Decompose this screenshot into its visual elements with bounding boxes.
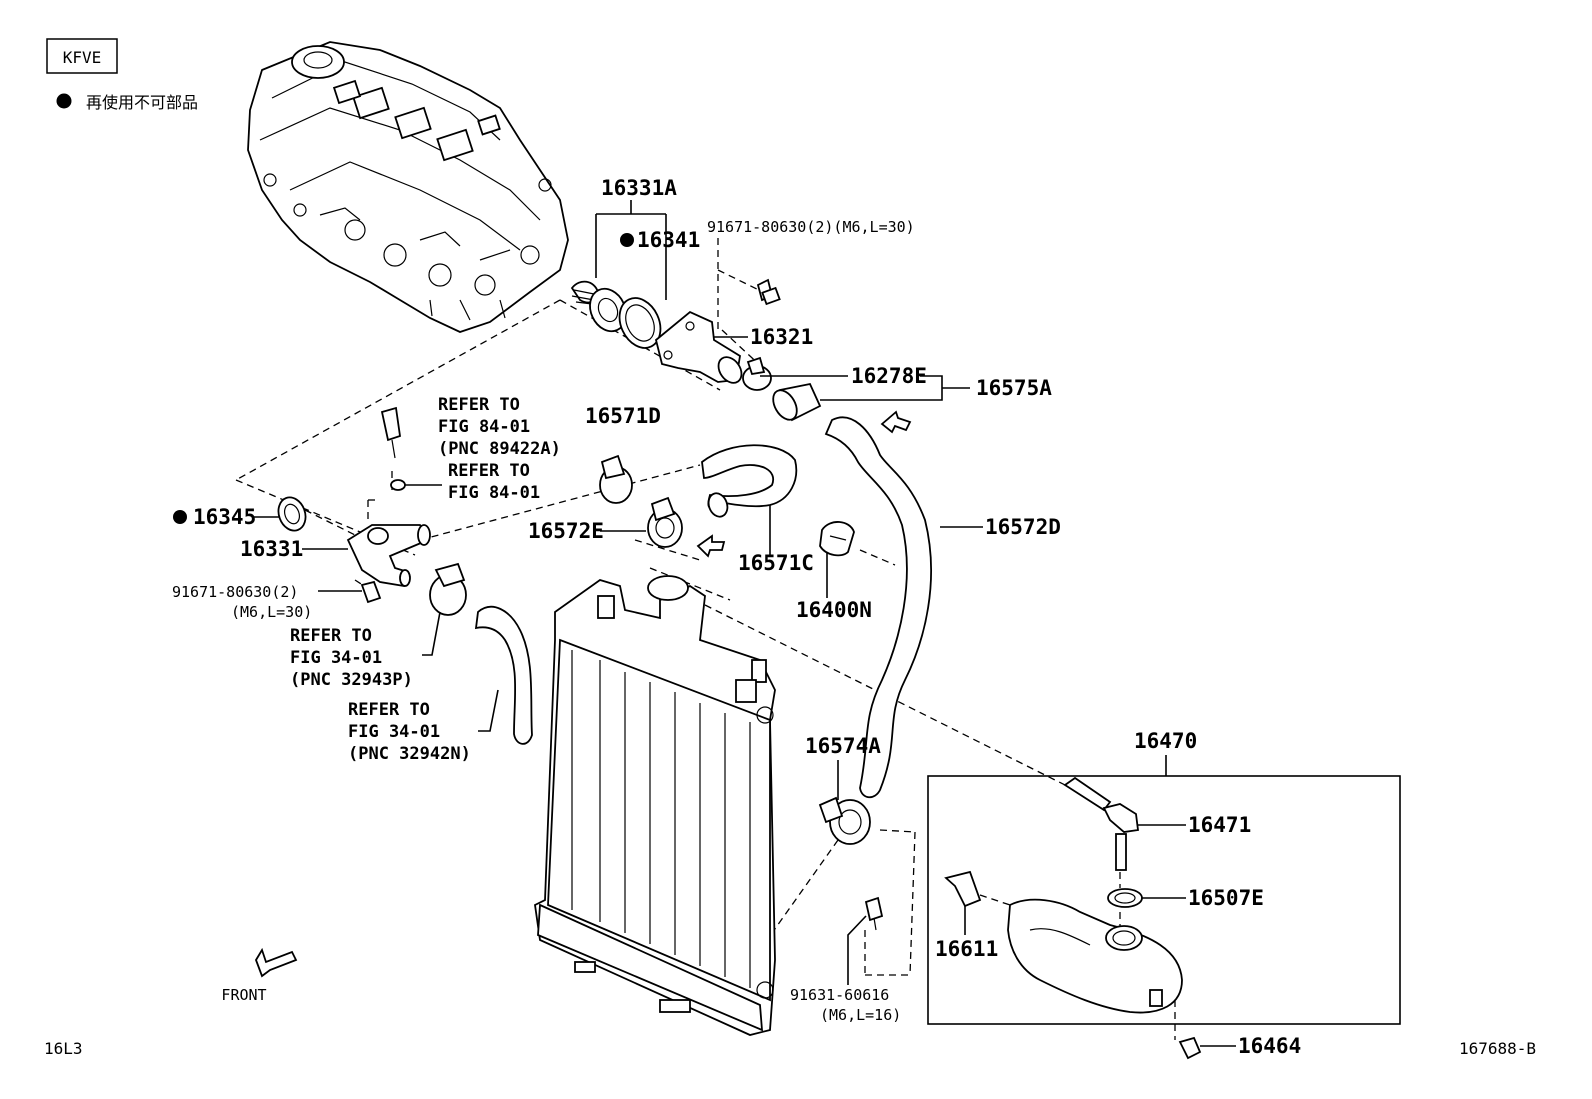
engine-code: KFVE xyxy=(63,48,102,67)
clamp-16574A xyxy=(818,796,871,845)
label-ref2-l2: FIG 84-01 xyxy=(448,483,540,503)
clamp-16571D xyxy=(599,454,633,504)
thermostat xyxy=(570,280,627,333)
label-16470: 16470 xyxy=(1134,729,1197,753)
non-reusable-dot-icon xyxy=(56,93,72,109)
label-ref1-l1: REFER TO xyxy=(438,395,520,415)
front-arrow-icon xyxy=(255,947,298,978)
radiator xyxy=(534,575,776,1036)
label-ref1-l3: (PNC 89422A) xyxy=(438,439,561,459)
label-ref4-l2: FIG 34-01 xyxy=(348,722,440,742)
cap-seal-16507E xyxy=(1107,888,1143,908)
footer-right-code: 167688-B xyxy=(1459,1039,1536,1058)
oring-16345 xyxy=(277,496,307,532)
reserve-tank-box xyxy=(927,775,1401,1025)
label-ref1-l2: FIG 84-01 xyxy=(438,417,530,437)
non-reusable-dot-icon xyxy=(620,233,634,247)
footer-left-code: 16L3 xyxy=(44,1039,83,1058)
label-bolt2b: (M6,L=30) xyxy=(231,603,312,621)
overflow-hose-16471 xyxy=(1063,776,1140,871)
label-16575A: 16575A xyxy=(976,376,1052,400)
flow-arrow-icon xyxy=(880,410,912,434)
temp-sensor xyxy=(380,406,406,491)
reserve-tank xyxy=(1007,898,1183,1014)
non-reusable-dot-icon xyxy=(173,510,187,524)
label-ref4-l3: (PNC 32942N) xyxy=(348,744,471,764)
upper-radiator-hose xyxy=(824,416,932,799)
label-ref3-l1: REFER TO xyxy=(290,626,372,646)
label-16400N: 16400N xyxy=(796,598,872,622)
water-inlet xyxy=(654,310,743,384)
flow-arrow-icon-2 xyxy=(696,534,726,558)
label-16341: 16341 xyxy=(637,228,700,252)
engine-code-box xyxy=(46,38,118,74)
label-bolt2a: 91671-80630(2) xyxy=(172,583,298,601)
gasket-16341 xyxy=(618,297,662,349)
label-ref4-l1: REFER TO xyxy=(348,700,430,720)
bracket-16611 xyxy=(944,870,982,908)
label-ref2-l1: REFER TO xyxy=(448,461,530,481)
clamp-16278E xyxy=(742,356,772,391)
label-16331: 16331 xyxy=(240,537,303,561)
clamp-16572E xyxy=(647,496,683,548)
hose-32942N xyxy=(474,606,533,745)
front-label: FRONT xyxy=(221,986,266,1004)
label-16572D: 16572D xyxy=(985,515,1061,539)
bolt-91671 xyxy=(756,278,781,306)
label-ref3-l3: (PNC 32943P) xyxy=(290,670,413,690)
label-16345: 16345 xyxy=(193,505,256,529)
label-16572E: 16572E xyxy=(528,519,604,543)
label-16571D: 16571D xyxy=(585,404,661,428)
clip-16400N xyxy=(819,521,855,557)
water-outlet-16331 xyxy=(346,524,431,588)
label-bolt3a: 91631-60616 xyxy=(790,986,889,1004)
label-16331A: 16331A xyxy=(601,176,677,200)
label-16471: 16471 xyxy=(1188,813,1251,837)
cap-16464 xyxy=(1178,1036,1202,1060)
label-16574A: 16574A xyxy=(805,734,881,758)
label-16278E: 16278E xyxy=(851,364,927,388)
bolt-91631 xyxy=(864,896,884,931)
engine-head xyxy=(247,41,569,333)
label-16507E: 16507E xyxy=(1188,886,1264,910)
label-ref3-l2: FIG 34-01 xyxy=(290,648,382,668)
legend-text: 再使用不可部品 xyxy=(86,93,198,112)
label-bolt1: 91671-80630(2)(M6,L=30) xyxy=(707,218,915,236)
label-16321: 16321 xyxy=(750,325,813,349)
clamp-32943P xyxy=(429,562,467,616)
hose-16575A xyxy=(772,382,822,422)
label-16571C: 16571C xyxy=(738,551,814,575)
label-bolt3b: (M6,L=16) xyxy=(820,1006,901,1024)
label-16611: 16611 xyxy=(935,937,998,961)
label-16464: 16464 xyxy=(1238,1034,1301,1058)
bolt-91671-left xyxy=(360,580,382,604)
